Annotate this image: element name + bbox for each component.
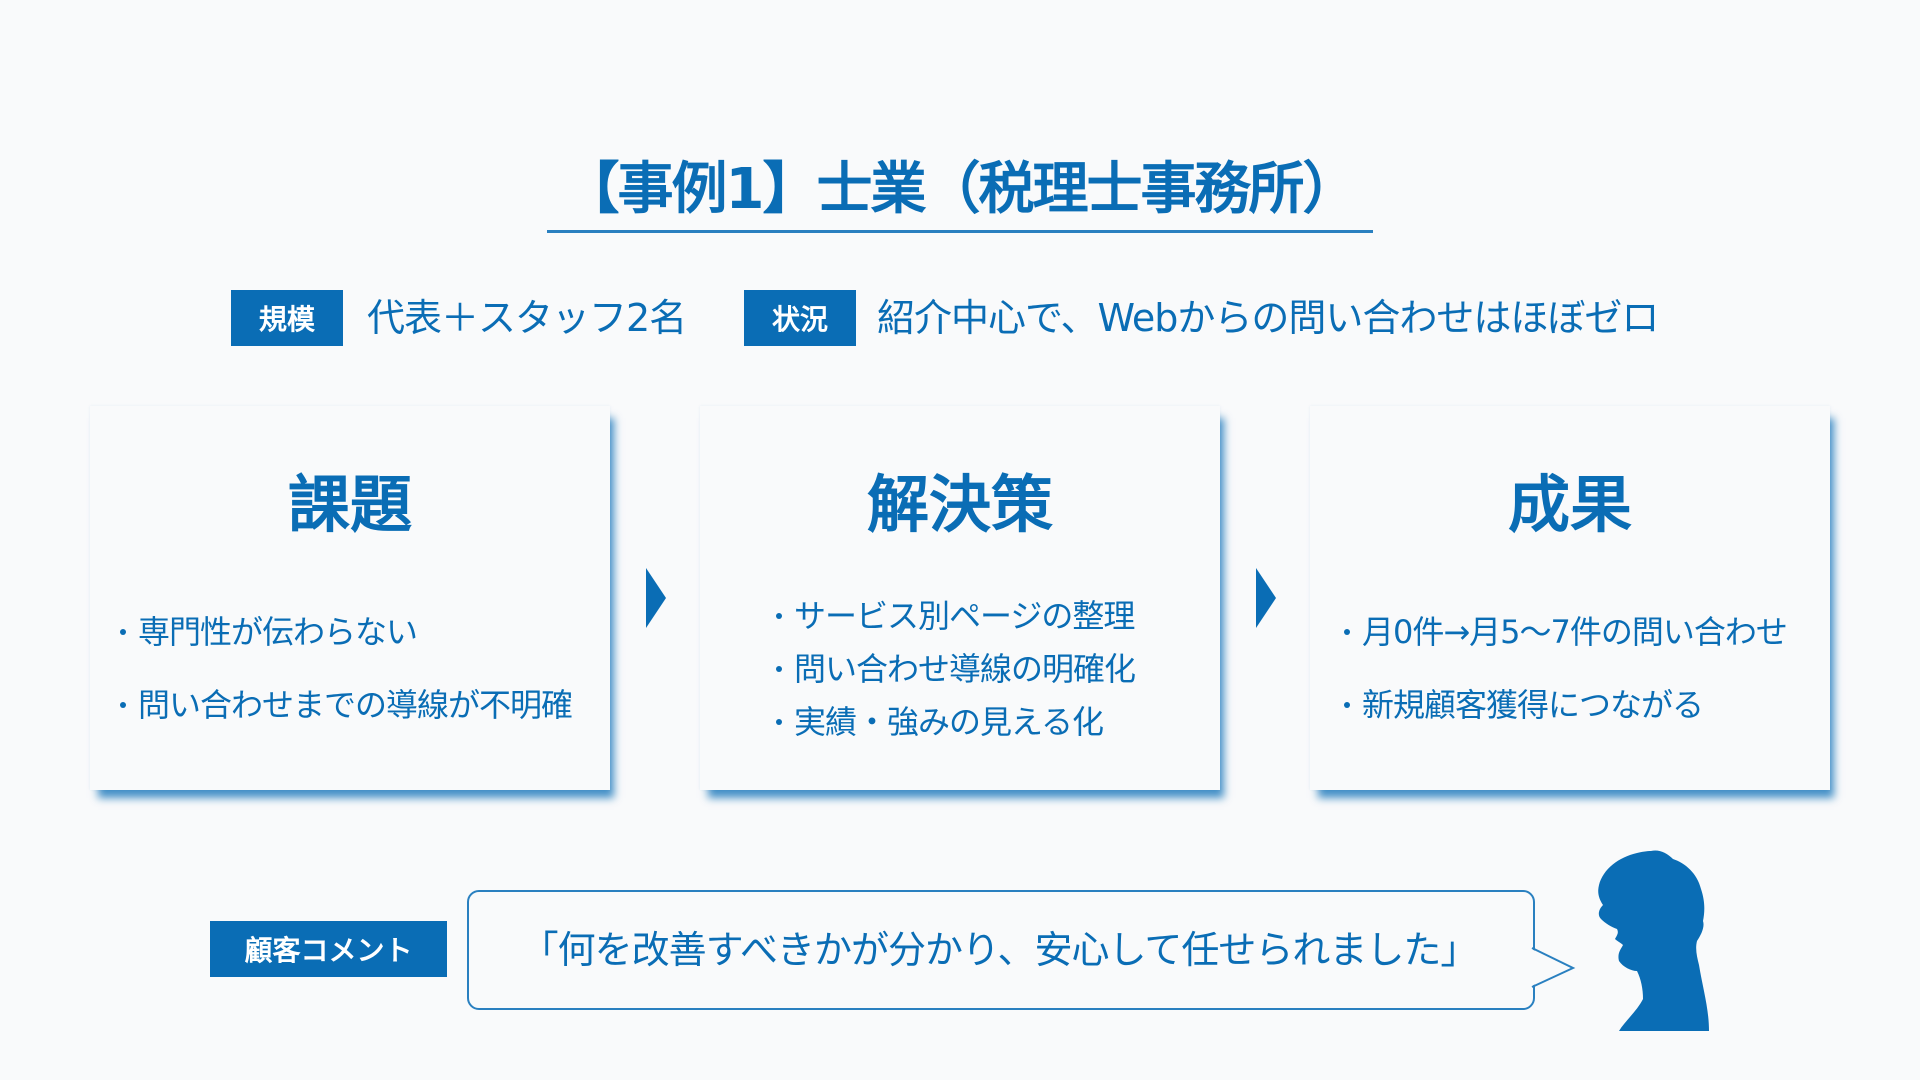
- scale-badge: 規模: [231, 290, 343, 346]
- card-problem: 課題 専門性が伝わらない 問い合わせまでの導線が不明確: [90, 406, 610, 790]
- customer-quote: 「何を改善すべきかが分かり、安心して任せられました」: [520, 928, 1479, 972]
- list-item: 専門性が伝わらない: [118, 612, 572, 652]
- list-item: 新規顧客獲得につながる: [1342, 685, 1787, 725]
- card-solution: 解決策 サービス別ページの整理 問い合わせ導線の明確化 実績・強みの見える化: [700, 406, 1220, 790]
- situation-badge: 状況: [744, 290, 856, 346]
- page-title: 【事例1】士業（税理士事務所）: [547, 150, 1373, 233]
- list-item: 問い合わせまでの導線が不明確: [118, 685, 573, 725]
- speech-bubble: [467, 890, 1535, 1010]
- list-item: 月0件→月5〜7件の問い合わせ: [1342, 612, 1788, 652]
- card-heading: 課題: [287, 468, 412, 541]
- arrow-right-icon: [646, 568, 666, 628]
- situation-value: 紹介中心で、Webからの問い合わせはほぼゼロ: [877, 296, 1659, 340]
- list-item: 実績・強みの見える化: [774, 702, 1135, 742]
- card-heading: 成果: [1507, 468, 1632, 541]
- bullet-list: 月0件→月5〜7件の問い合わせ 新規顧客獲得につながる: [1342, 612, 1788, 725]
- list-item: 問い合わせ導線の明確化: [774, 649, 1136, 689]
- bullet-list: サービス別ページの整理 問い合わせ導線の明確化 実績・強みの見える化: [774, 596, 1136, 742]
- speech-bubble-tail: [1529, 947, 1576, 988]
- scale-value: 代表＋スタッフ2名: [367, 296, 687, 340]
- arrow-right-icon: [1256, 568, 1276, 628]
- card-heading: 解決策: [866, 468, 1053, 541]
- woman-silhouette-icon: [1598, 850, 1709, 1031]
- card-result: 成果 月0件→月5〜7件の問い合わせ 新規顧客獲得につながる: [1310, 406, 1830, 790]
- customer-comment-badge: 顧客コメント: [210, 921, 447, 977]
- list-item: サービス別ページの整理: [774, 596, 1135, 636]
- bullet-list: 専門性が伝わらない 問い合わせまでの導線が不明確: [118, 612, 573, 725]
